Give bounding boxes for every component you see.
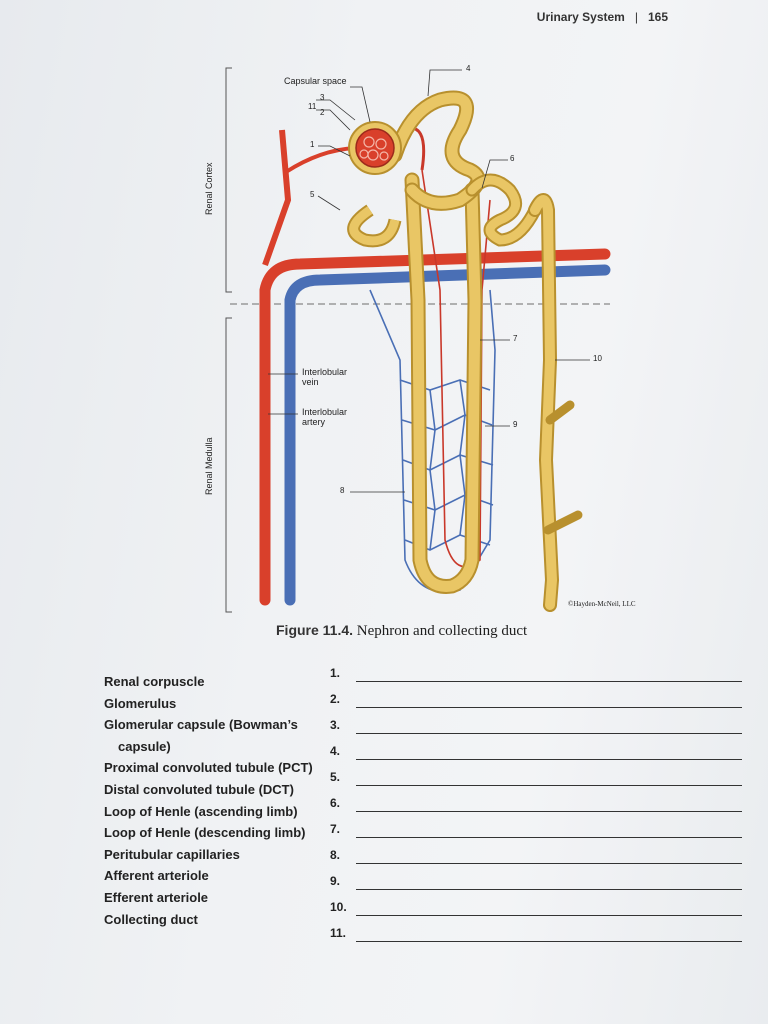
term-item: Distal convoluted tubule (DCT) <box>104 779 344 801</box>
answer-row-11[interactable]: 11. <box>330 924 750 946</box>
figure-number-9: 9 <box>513 420 517 429</box>
answer-line[interactable] <box>356 889 742 890</box>
answer-number: 4. <box>330 744 340 758</box>
nephron-illustration <box>190 60 660 620</box>
answer-row-7[interactable]: 7. <box>330 820 750 842</box>
glomerulus <box>356 129 394 167</box>
figure-number-2: 2 <box>320 108 324 117</box>
answer-number: 2. <box>330 692 340 706</box>
answer-row-2[interactable]: 2. <box>330 690 750 712</box>
answer-row-1[interactable]: 1. <box>330 664 750 686</box>
running-head: Urinary System | 165 <box>537 10 668 24</box>
term-item: Loop of Henle (descending limb) <box>104 822 344 844</box>
answer-row-6[interactable]: 6. <box>330 794 750 816</box>
term-item: Proximal convoluted tubule (PCT) <box>104 757 344 779</box>
answer-number: 3. <box>330 718 340 732</box>
figure-number-7: 7 <box>513 334 517 343</box>
interlobular-artery <box>265 130 288 265</box>
term-item: Loop of Henle (ascending limb) <box>104 801 344 823</box>
figure-number-10: 10 <box>593 354 602 363</box>
answer-number: 9. <box>330 874 340 888</box>
figure-number-8: 8 <box>340 486 344 495</box>
figure-number-11: 11 <box>308 102 316 111</box>
capsular-space-label: Capsular space <box>284 76 347 86</box>
copyright-notice: ©Hayden-McNeil, LLC <box>568 600 636 608</box>
answer-number: 6. <box>330 796 340 810</box>
answer-line[interactable] <box>356 733 742 734</box>
term-item: Glomerulus <box>104 693 344 715</box>
figure-number-4: 4 <box>466 64 470 73</box>
answer-number: 10. <box>330 900 347 914</box>
term-item: Peritubular capillaries <box>104 844 344 866</box>
term-item: Renal corpuscle <box>104 671 344 693</box>
answer-row-3[interactable]: 3. <box>330 716 750 738</box>
answer-line[interactable] <box>356 915 742 916</box>
term-list: Renal corpuscle Glomerulus Glomerular ca… <box>104 671 344 930</box>
nephron-figure: Renal Cortex Renal Medulla Capsular spac… <box>190 60 660 620</box>
answer-line[interactable] <box>356 681 742 682</box>
interlobular-vein-label: Interlobular vein <box>302 367 362 387</box>
answer-number: 5. <box>330 770 340 784</box>
interlobular-artery-label: Interlobular artery <box>302 407 372 427</box>
answer-line[interactable] <box>356 863 742 864</box>
afferent-arteriole <box>286 148 355 172</box>
answer-row-5[interactable]: 5. <box>330 768 750 790</box>
answer-row-10[interactable]: 10. <box>330 898 750 920</box>
term-item: Efferent arteriole <box>104 887 344 909</box>
answer-row-8[interactable]: 8. <box>330 846 750 868</box>
answer-row-9[interactable]: 9. <box>330 872 750 894</box>
answer-line[interactable] <box>356 707 742 708</box>
figure-number-1: 1 <box>310 140 314 149</box>
section-title: Urinary System <box>537 10 625 24</box>
term-item: Collecting duct <box>104 909 344 931</box>
answer-line[interactable] <box>356 837 742 838</box>
renal-medulla-label: Renal Medulla <box>204 437 214 495</box>
answer-line[interactable] <box>356 785 742 786</box>
figure-number-5: 5 <box>310 190 314 199</box>
answer-line[interactable] <box>356 759 742 760</box>
answer-line[interactable] <box>356 811 742 812</box>
figure-caption-text: Nephron and collecting duct <box>357 623 527 639</box>
answer-number: 8. <box>330 848 340 862</box>
zone-brackets <box>226 68 232 612</box>
figure-number-6: 6 <box>510 154 514 163</box>
renal-cortex-label: Renal Cortex <box>204 162 214 215</box>
term-item: capsule) <box>104 736 344 758</box>
header-separator: | <box>635 10 638 24</box>
figure-caption-number: Figure 11.4. <box>276 622 353 638</box>
answer-number: 1. <box>330 666 340 680</box>
answer-number: 7. <box>330 822 340 836</box>
answer-number: 11. <box>330 926 346 940</box>
figure-caption: Figure 11.4. Nephron and collecting duct <box>276 622 527 640</box>
figure-number-3: 3 <box>320 93 324 102</box>
answer-line[interactable] <box>356 941 742 942</box>
answer-row-4[interactable]: 4. <box>330 742 750 764</box>
page-number: 165 <box>648 10 668 24</box>
term-item: Glomerular capsule (Bowman’s <box>104 714 344 736</box>
term-item: Afferent arteriole <box>104 865 344 887</box>
